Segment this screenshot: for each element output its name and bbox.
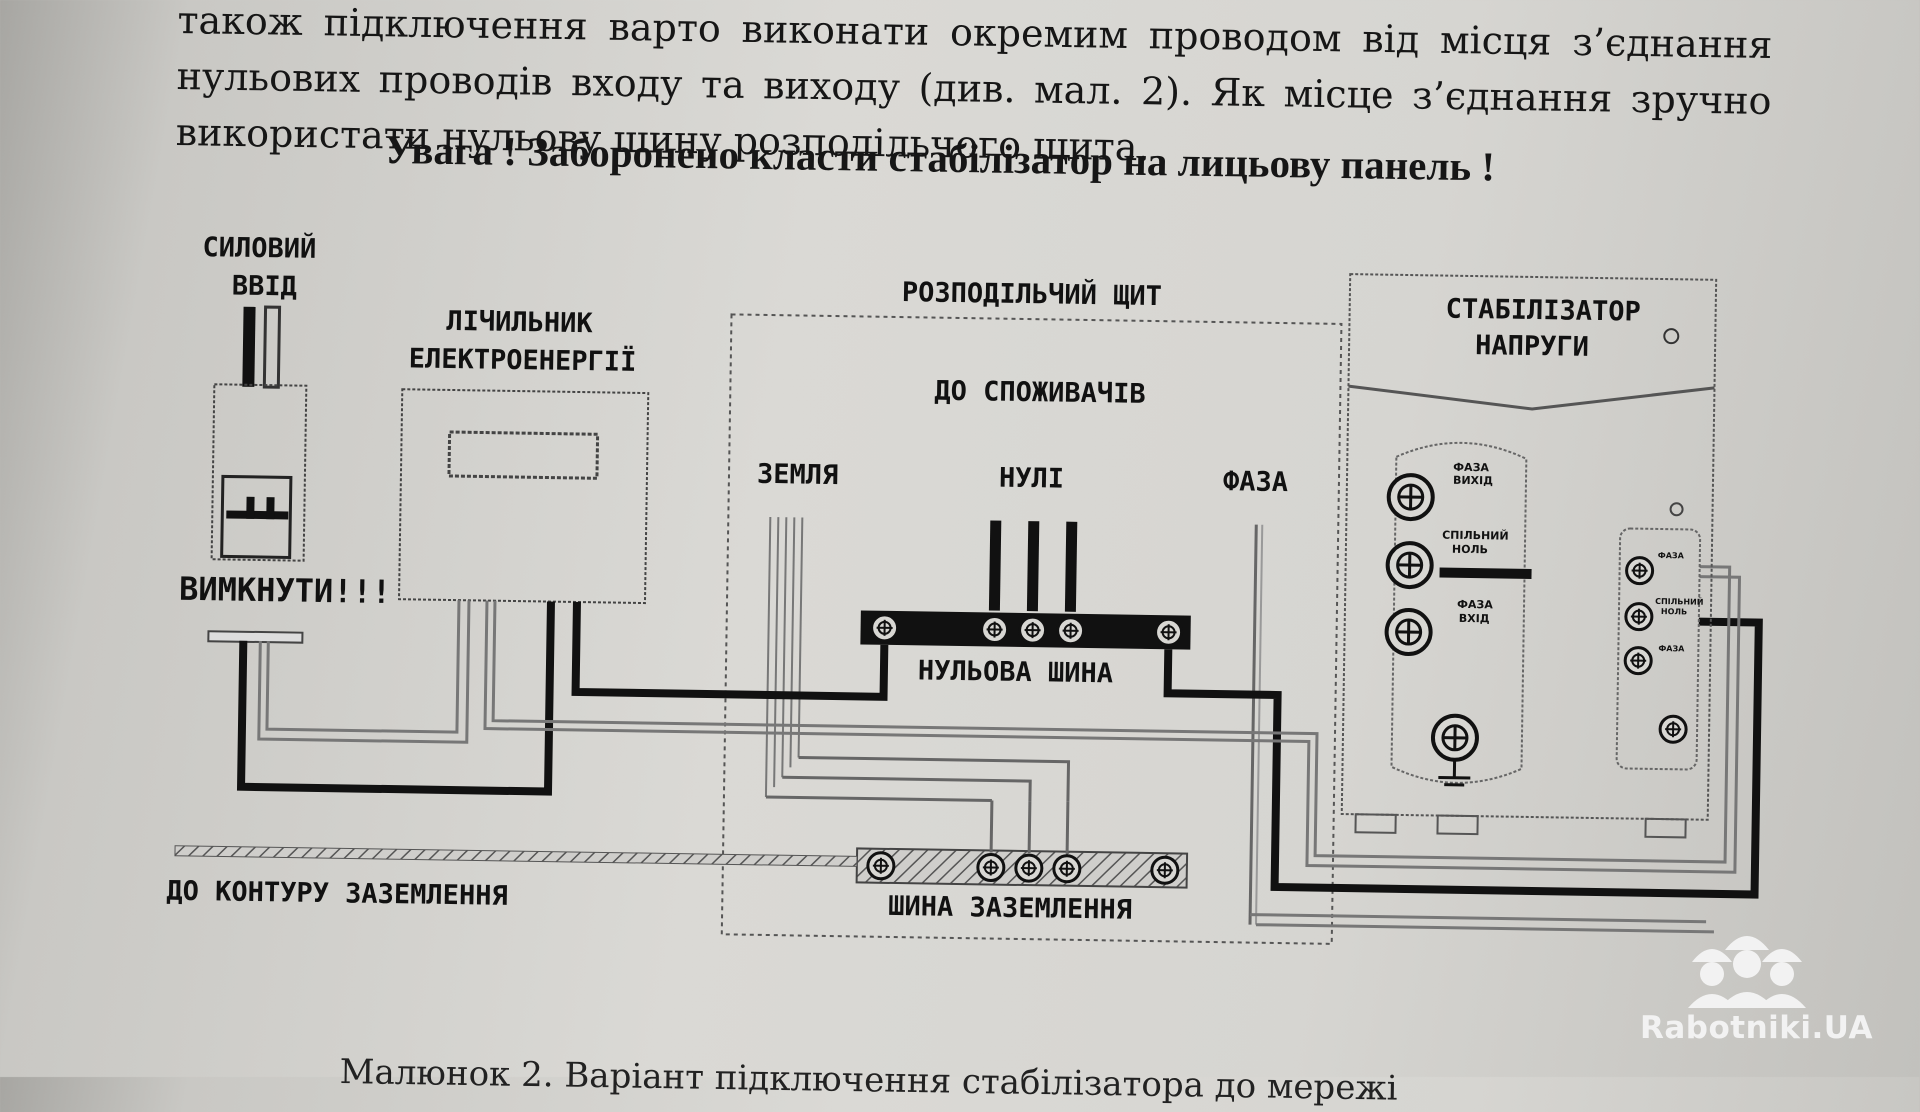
neutrals-label: НУЛІ — [999, 463, 1065, 495]
terminal-label: ФАЗА — [1453, 461, 1489, 475]
ground-loop-label: ДО КОНТУРУ ЗАЗЕМЛЕННЯ — [166, 876, 508, 912]
terminal-label: ФАЗА — [1658, 551, 1685, 560]
meter-label: ЛІЧИЛЬНИК — [446, 306, 594, 339]
three-workers-helmet-icon — [1684, 928, 1814, 1008]
stabilizer-label: НАПРУГИ — [1475, 330, 1589, 363]
stabilizer-label: СТАБІЛІЗАТОР — [1445, 294, 1641, 328]
watermark: Rabotniki.UA — [1636, 928, 1896, 1048]
terminal-label: НОЛЬ — [1661, 607, 1687, 616]
terminal-label: ФАЗА — [1457, 598, 1493, 612]
to-consumers-label: ДО СПОЖИВАЧІВ — [934, 376, 1146, 410]
power-input-breaker: СИЛОВИЙ ВВІД ВИМКНУТИ!!! — [178, 231, 396, 644]
meter-label: ЕЛЕКТРОЕНЕРГІЇ — [409, 342, 637, 378]
terminal-label: СПІЛЬНИЙ — [1655, 595, 1704, 607]
distribution-board-label: РОЗПОДІЛЬЧИЙ ЩИТ — [902, 276, 1163, 312]
power-input-label: ВВІД — [232, 271, 298, 303]
watermark-text: Rabotniki.UA — [1640, 1010, 1873, 1046]
terminal-label: НОЛЬ — [1452, 543, 1488, 557]
power-input-label: СИЛОВИЙ — [202, 231, 316, 265]
neutral-bus-label: НУЛЬОВА ШИНА — [918, 655, 1114, 689]
electricity-meter: ЛІЧИЛЬНИК ЕЛЕКТРОЕНЕРГІЇ — [399, 305, 650, 603]
earth-bus-label: ШИНА ЗАЗЕМЛЕННЯ — [888, 891, 1132, 926]
terminal-label: ВИХІД — [1453, 474, 1493, 488]
wiring-diagram: СИЛОВИЙ ВВІД ВИМКНУТИ!!! ЛІЧИЛЬНИК ЕЛЕКТ… — [0, 0, 1920, 1077]
earth-riser — [766, 517, 802, 797]
terminal-label: ВХІД — [1459, 612, 1490, 625]
terminal-label: ФАЗА — [1658, 644, 1685, 653]
terminal-label: СПІЛЬНИЙ — [1442, 529, 1509, 543]
earth-label: ЗЕМЛЯ — [757, 459, 839, 491]
phase-label: ФАЗА — [1223, 466, 1289, 498]
distribution-board: РОЗПОДІЛЬЧИЙ ЩИТ ДО СПОЖИВАЧІВ ЗЕМЛЯ НУЛ… — [722, 273, 1342, 943]
switch-off-label: ВИМКНУТИ!!! — [179, 570, 391, 611]
voltage-stabilizer: СТАБІЛІЗАТОР НАПРУГИ ФАЗА ВИХІД СПІЛЬНИЙ… — [1341, 274, 1716, 838]
document-page: також підключення варто виконати окремим… — [0, 0, 1920, 1077]
ground-loop-line: ДО КОНТУРУ ЗАЗЕМЛЕННЯ — [166, 846, 857, 918]
